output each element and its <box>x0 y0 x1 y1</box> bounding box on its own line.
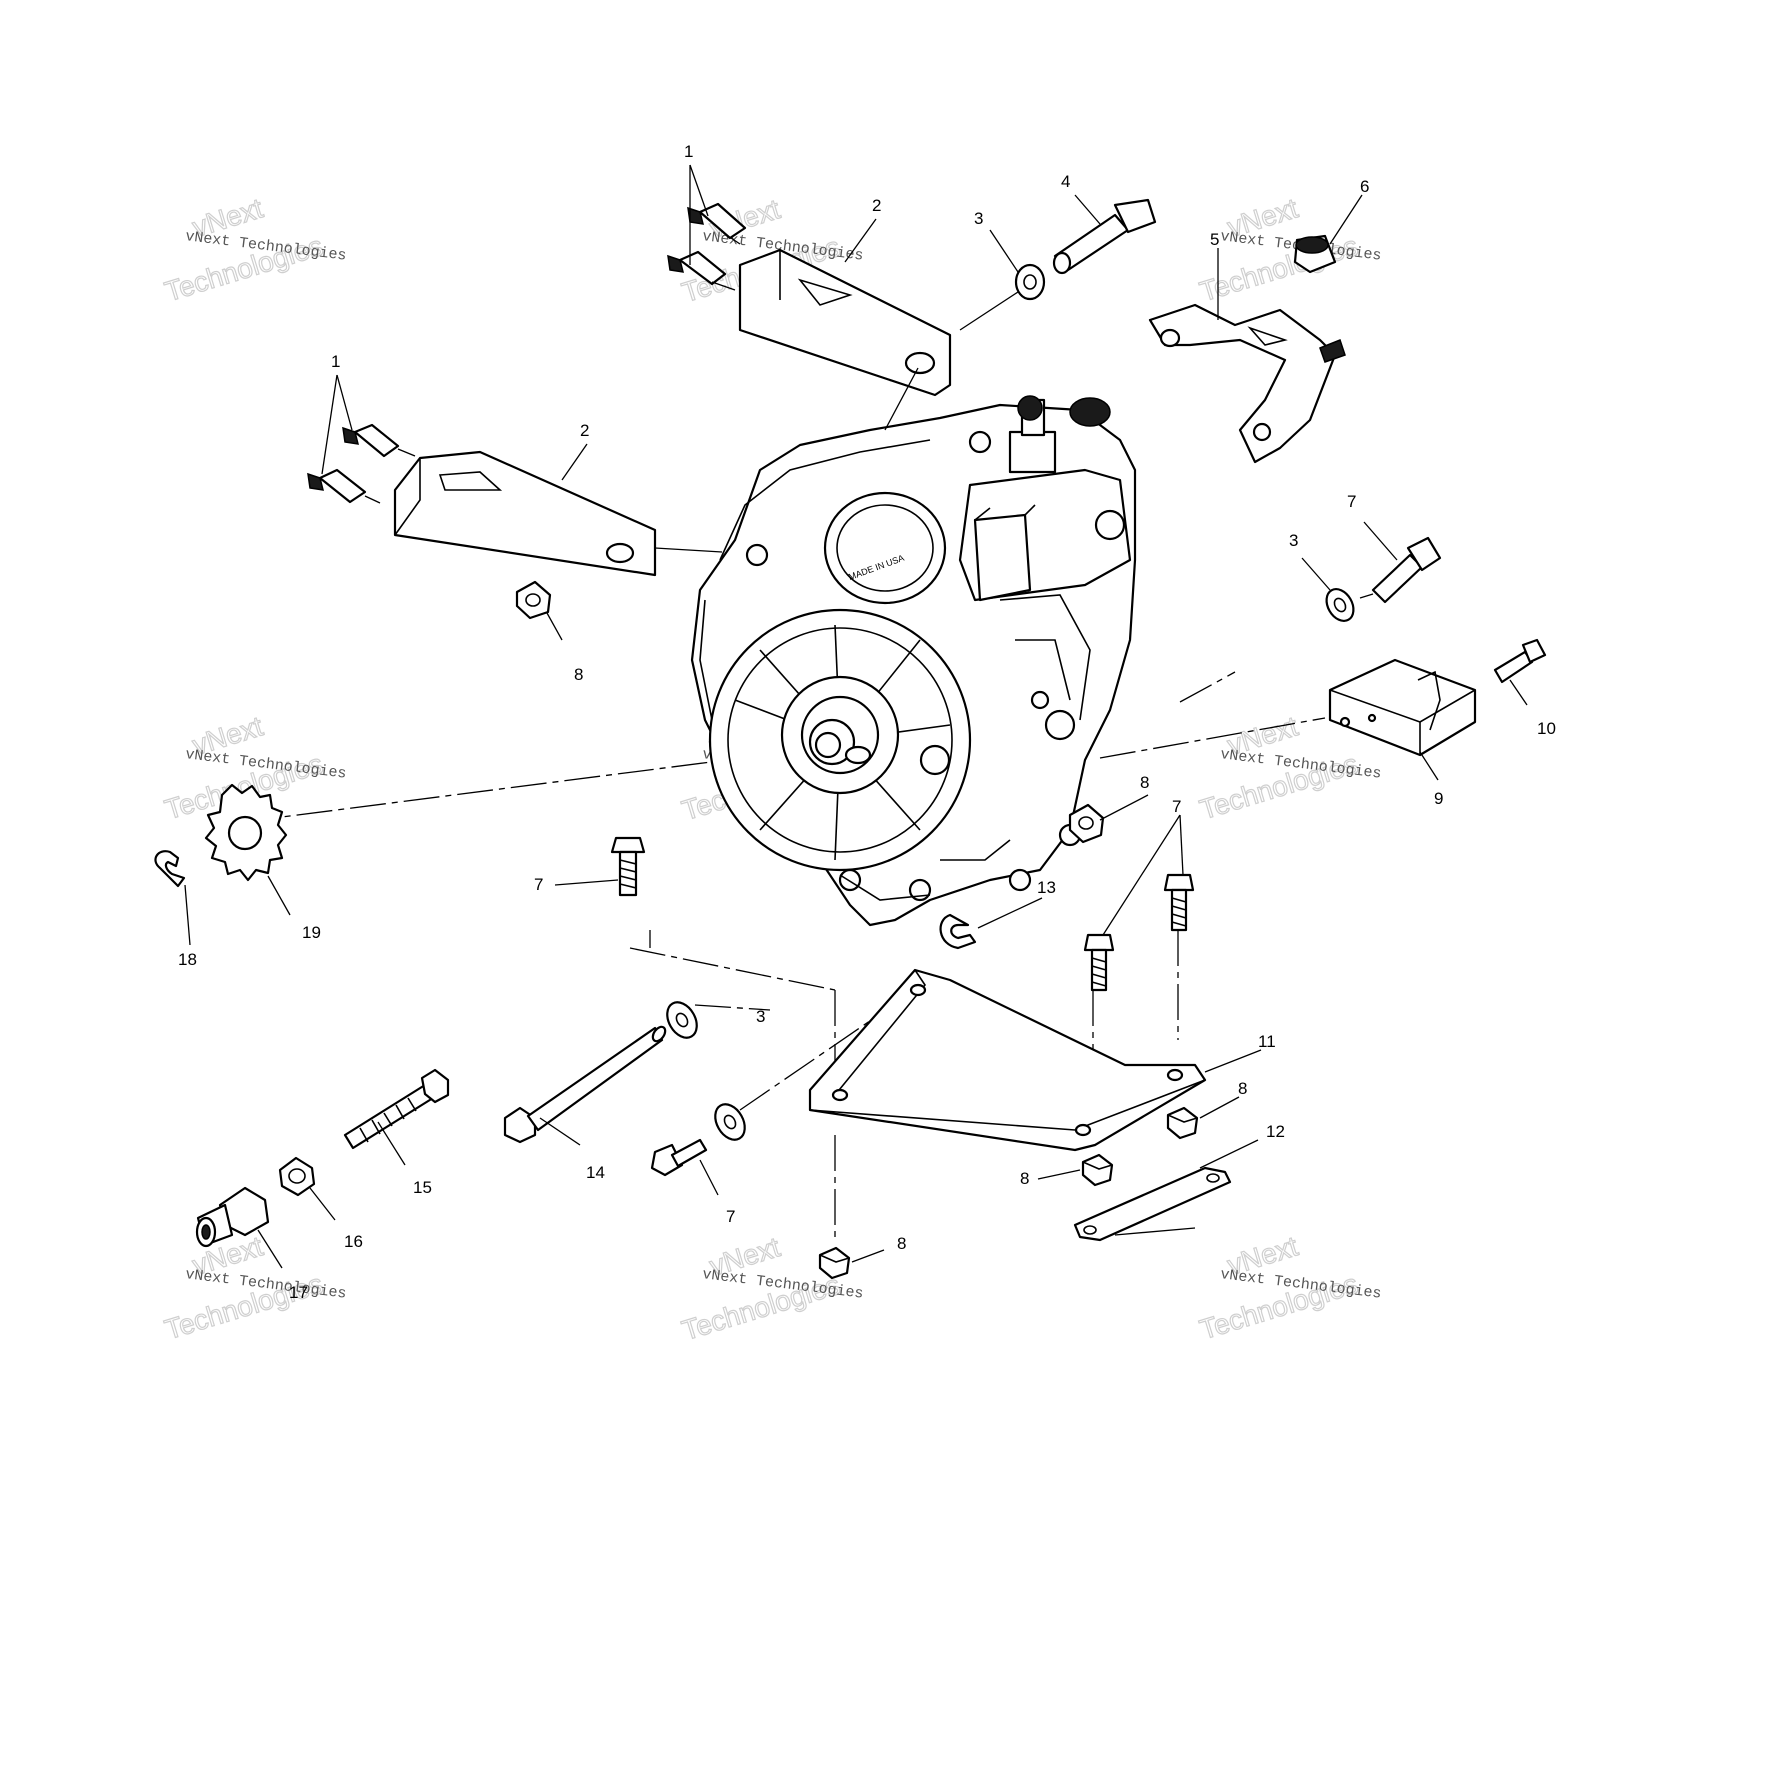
engine-cap <box>823 491 947 605</box>
watermark-bottom-left: vNext Technologies vNext Technologies <box>161 1230 348 1346</box>
engine-gearcase: MADE IN USA <box>690 395 1137 927</box>
bolt-7-mid-a <box>1083 933 1115 992</box>
bolt-14 <box>503 1025 667 1144</box>
bolt-7-bottom <box>650 1138 708 1177</box>
vent-fitting <box>1069 397 1111 427</box>
plate-11 <box>808 968 1207 1152</box>
callout-19: 19 <box>302 923 321 942</box>
washer-3-top <box>959 263 1046 331</box>
bolt-7-left <box>610 836 646 897</box>
callout-10: 10 <box>1537 719 1556 738</box>
leader-lines <box>184 164 1528 1269</box>
callout-9: 9 <box>1434 789 1443 808</box>
nut-8-bottom <box>818 1246 851 1280</box>
callout-15: 15 <box>413 1178 432 1197</box>
solenoid-block <box>973 513 1032 602</box>
callout-14: 14 <box>586 1163 605 1182</box>
callout-16: 16 <box>344 1232 363 1251</box>
watermark-top-left: vNext Technologies vNext Technologies <box>161 192 348 308</box>
bolt-15 <box>343 1068 450 1150</box>
pin-4 <box>1052 198 1157 275</box>
sprocket-19 <box>204 783 288 882</box>
bracket-2-upper <box>738 248 952 431</box>
callout-8: 8 <box>897 1234 906 1253</box>
callout-3: 3 <box>974 209 983 228</box>
callout-1: 1 <box>684 142 693 161</box>
washer-3-lower-b <box>714 1103 746 1141</box>
nut-6 <box>1293 234 1337 274</box>
clip-13 <box>939 913 977 950</box>
callout-7: 7 <box>1172 797 1181 816</box>
callout-8: 8 <box>1140 773 1149 792</box>
bracket-5 <box>1148 303 1346 464</box>
callout-2: 2 <box>580 421 589 440</box>
callout-8: 8 <box>1238 1079 1247 1098</box>
callout-6: 6 <box>1360 177 1369 196</box>
nut-8-lower <box>1081 1153 1114 1187</box>
bolt-7-right <box>1359 536 1442 604</box>
bolt-head-icon <box>342 426 360 445</box>
bolt-head-icon <box>307 472 325 491</box>
block-9 <box>1328 658 1477 757</box>
top-nut-icon <box>1017 395 1043 421</box>
callout-5: 5 <box>1210 230 1219 249</box>
fitting-17 <box>195 1186 270 1248</box>
nut-8-upper <box>515 580 552 620</box>
strap-12 <box>1073 1166 1232 1242</box>
callout-7: 7 <box>726 1207 735 1226</box>
washer-3-right <box>1325 588 1355 622</box>
bolt-7-mid-b <box>1163 873 1195 932</box>
callout-1: 1 <box>331 352 340 371</box>
callout-2: 2 <box>872 196 881 215</box>
nut-8-mid <box>1166 1106 1199 1140</box>
callout-8: 8 <box>1020 1169 1029 1188</box>
watermark-bottom-right: vNext Technologies vNext Technologies <box>1196 1230 1383 1346</box>
bracket-2-left <box>393 450 723 577</box>
callout-4: 4 <box>1061 172 1070 191</box>
callout-labels: 1 2 3 4 5 6 1 2 8 7 3 10 9 8 7 7 13 19 1… <box>178 142 1556 1302</box>
watermark-top-right: vNext Technologies vNext Technologies <box>1196 192 1383 308</box>
callout-7: 7 <box>534 875 543 894</box>
nut-16 <box>278 1156 316 1197</box>
nut-8-right <box>1068 803 1105 844</box>
bolt-10 <box>1493 638 1547 684</box>
callout-3: 3 <box>1289 531 1298 550</box>
callout-7: 7 <box>1347 492 1356 511</box>
washer-3-lower-a <box>666 1001 698 1039</box>
snap-ring-18 <box>154 850 186 888</box>
callout-3: 3 <box>756 1007 765 1026</box>
callout-11: 11 <box>1258 1032 1276 1051</box>
callout-18: 18 <box>178 950 197 969</box>
bolts-1-left <box>307 423 416 504</box>
bolt-head-icon <box>667 254 685 273</box>
callout-8: 8 <box>574 665 583 684</box>
callout-12: 12 <box>1266 1122 1285 1141</box>
callout-13: 13 <box>1037 878 1056 897</box>
callout-17: 17 <box>289 1283 308 1302</box>
